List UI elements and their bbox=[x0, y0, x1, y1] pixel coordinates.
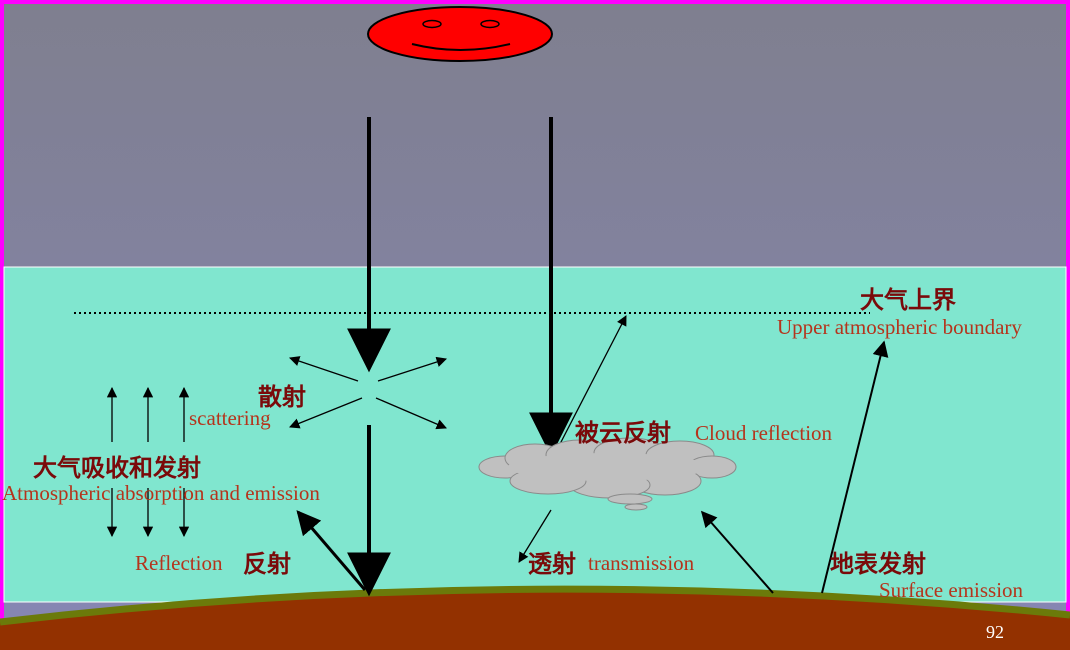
transmission-label-en: transmission bbox=[588, 551, 695, 575]
page-number: 92 bbox=[986, 622, 1004, 642]
reflection-label-en: Reflection bbox=[135, 551, 223, 575]
absorption-label-zh: 大气吸收和发射 bbox=[33, 454, 201, 482]
cloud-reflection-label-en: Cloud reflection bbox=[695, 421, 833, 445]
earth-surface bbox=[0, 589, 1070, 650]
earth-surface-edge bbox=[0, 585, 1070, 626]
cloud-reflection-label-zh: 被云反射 bbox=[575, 419, 671, 447]
surface-emission-label-en: Surface emission bbox=[879, 578, 1024, 602]
sun-icon bbox=[367, 6, 553, 62]
scattering-label-zh: 散射 bbox=[258, 383, 306, 411]
cloud-transmission-arrow bbox=[518, 509, 552, 563]
scattering-arrows bbox=[289, 356, 447, 430]
surface-emission-label-zh: 地表发射 bbox=[830, 550, 926, 578]
absorption-label-en: Atmospheric absorption and emission bbox=[2, 481, 320, 505]
scattering-label-en: scattering bbox=[189, 406, 271, 430]
transmission-label-zh: 透射 bbox=[528, 550, 576, 578]
surface-emission-arrow bbox=[821, 340, 889, 594]
surface-upward-arrow bbox=[700, 510, 774, 594]
cloud-icon bbox=[478, 437, 737, 511]
upper-boundary-label-en: Upper atmospheric boundary bbox=[777, 315, 1022, 339]
surface-reflection-arrow bbox=[296, 510, 367, 591]
absorption-emission-arrows bbox=[106, 386, 190, 538]
cloud-reflection-arrow bbox=[559, 315, 627, 445]
upper-boundary-label-zh: 大气上界 bbox=[860, 286, 956, 314]
reflection-label-zh: 反射 bbox=[243, 550, 291, 578]
